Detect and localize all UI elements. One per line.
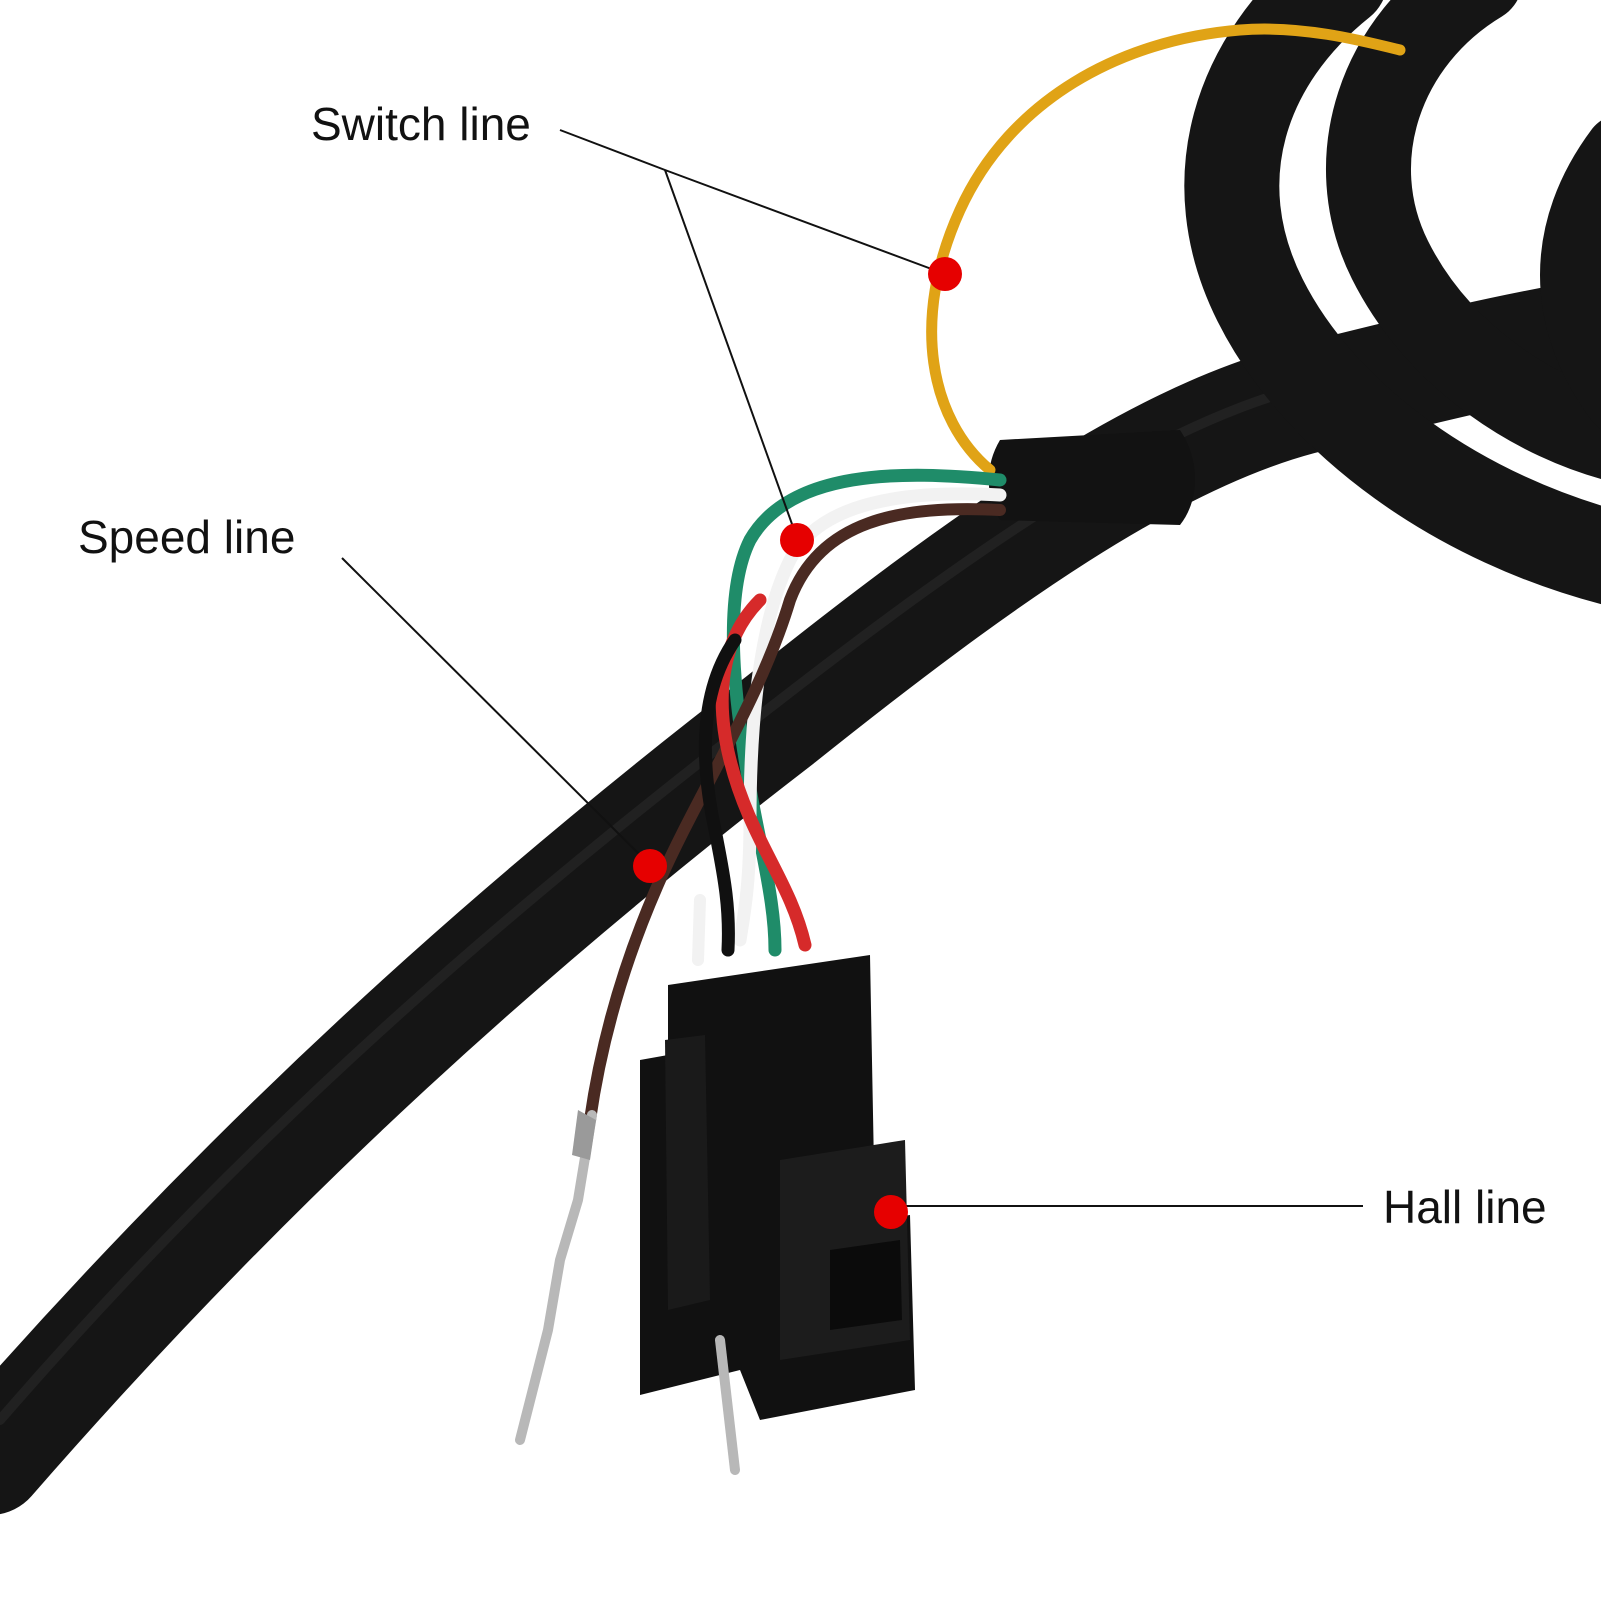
cable-sleeve	[988, 430, 1195, 525]
switch-leader-line	[559, 129, 946, 275]
connector-housing	[640, 955, 915, 1475]
terminal-pin	[515, 1110, 597, 1445]
switch-marker-yellow	[928, 257, 962, 291]
yellow-switch-wire	[926, 23, 1406, 476]
speed-line-label: Speed line	[78, 511, 296, 563]
wire-bundle	[584, 468, 1007, 1126]
hall-line-label: Hall line	[1383, 1181, 1547, 1233]
markers	[633, 257, 962, 1229]
speed-marker	[633, 849, 667, 883]
speed-leader-line	[341, 557, 650, 865]
switch-leader-line-branch	[664, 169, 798, 539]
switch-line-label: Switch line	[311, 98, 531, 150]
switch-marker-green	[780, 523, 814, 557]
coiled-cable	[1184, 0, 1601, 605]
hall-marker	[874, 1195, 908, 1229]
leader-lines	[341, 129, 1363, 1207]
